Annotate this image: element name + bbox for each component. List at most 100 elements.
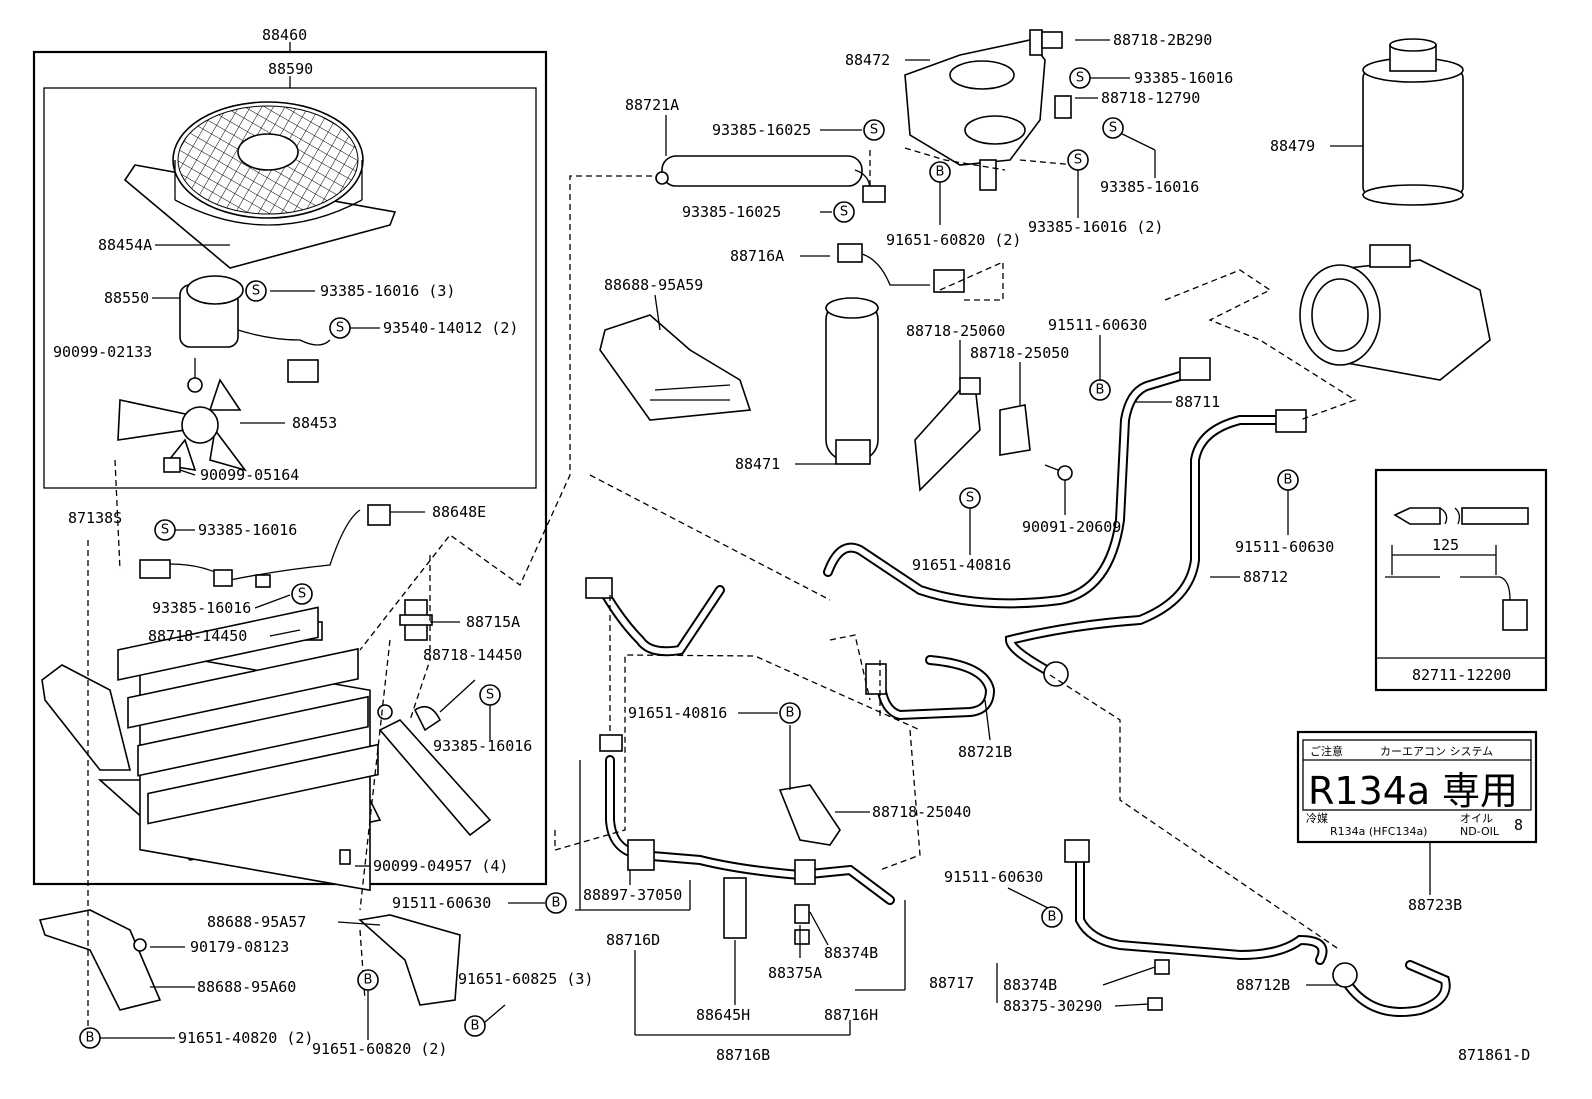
- s-symbol: S: [329, 317, 351, 339]
- part-label: 88471: [735, 455, 780, 473]
- sub-condenser: [41, 606, 492, 892]
- oil-can: [1362, 38, 1464, 206]
- svg-text:B: B: [1096, 383, 1105, 398]
- part-label: 88688-95A57: [207, 913, 306, 931]
- part-label: 88375-30290: [1003, 997, 1102, 1015]
- decal-exclusive: 専用: [1442, 769, 1518, 813]
- part-label: 91651-40816: [628, 704, 727, 722]
- part-label: 88645H: [696, 1006, 750, 1024]
- part-label: 88460: [262, 26, 307, 44]
- part-label: 87138S: [68, 509, 122, 527]
- part-label: 88721A: [625, 96, 679, 114]
- part-label: 88712B: [1236, 976, 1290, 994]
- receiver-group: [599, 29, 1491, 492]
- fan-blade: [117, 378, 248, 473]
- part-label: 88712: [1243, 568, 1288, 586]
- svg-text:B: B: [471, 1019, 480, 1034]
- part-label: 90099-04957 (4): [373, 857, 508, 875]
- tube-88721a: [661, 155, 863, 187]
- part-label: 91651-60820 (2): [886, 231, 1021, 249]
- b-symbol: B: [357, 969, 379, 991]
- part-label: 82711-12200: [1412, 666, 1511, 684]
- part-label: 88453: [292, 414, 337, 432]
- part-label: 88718-14450: [423, 646, 522, 664]
- part-label: 88375A: [768, 964, 822, 982]
- svg-text:B: B: [786, 706, 795, 721]
- part-label: 88590: [268, 60, 313, 78]
- s-symbol: S: [479, 684, 501, 706]
- part-label: 93385-16016: [198, 521, 297, 539]
- refrigerant-decal: [1296, 730, 1538, 844]
- part-label: 91651-40816: [912, 556, 1011, 574]
- leader-lines: [100, 39, 1431, 1040]
- part-label: 90099-05164: [200, 466, 299, 484]
- s-symbol: S: [1067, 149, 1089, 171]
- part-label: 88718-12790: [1101, 89, 1200, 107]
- part-label: 88716H: [824, 1006, 878, 1024]
- svg-text:S: S: [966, 491, 974, 506]
- part-label: 88717: [929, 974, 974, 992]
- compressor: [1299, 244, 1491, 381]
- s-symbol: S: [154, 519, 176, 541]
- bracket-95a59: [599, 314, 752, 421]
- decal-text: ご注意 カーエアコン システム R134a 専用 冷媒 R134a (HFC13…: [1306, 744, 1523, 838]
- part-label: 91651-60820 (2): [312, 1040, 447, 1058]
- b-symbol: B: [79, 1027, 101, 1049]
- b-symbol: B: [1089, 379, 1111, 401]
- part-label: 88472: [845, 51, 890, 69]
- decal-system: カーエアコン システム: [1380, 745, 1493, 758]
- svg-text:S: S: [870, 123, 878, 138]
- part-labels: 88460 88590 88454A 88550 93385-16016 (3)…: [53, 26, 1530, 1064]
- svg-text:B: B: [1284, 473, 1293, 488]
- svg-text:B: B: [86, 1031, 95, 1046]
- svg-text:S: S: [161, 523, 169, 538]
- part-label: 88550: [104, 289, 149, 307]
- part-label: 91511-60630: [1048, 316, 1147, 334]
- part-label: 88648E: [432, 503, 486, 521]
- svg-text:S: S: [840, 205, 848, 220]
- decal-oil-grade: 8: [1514, 816, 1523, 834]
- part-label: 90179-08123: [190, 938, 289, 956]
- s-symbol: S: [1102, 117, 1124, 139]
- b-symbol: B: [779, 702, 801, 724]
- svg-text:B: B: [364, 973, 373, 988]
- decal-caution: ご注意: [1310, 744, 1343, 758]
- svg-text:B: B: [1048, 910, 1057, 925]
- b-symbol: B: [929, 161, 951, 183]
- part-label: 88721B: [958, 743, 1012, 761]
- part-label: 90091-20609: [1022, 518, 1121, 536]
- s-symbol: S: [863, 119, 885, 141]
- symbols: S S S S S S S S S S S B B B B B B B B B: [79, 67, 1299, 1049]
- part-label: 90099-02133: [53, 343, 152, 361]
- part-label: 91651-40820 (2): [178, 1029, 313, 1047]
- part-label: 88374B: [1003, 976, 1057, 994]
- condenser-group: [32, 42, 548, 1011]
- s-symbol: S: [833, 201, 855, 223]
- svg-text:S: S: [252, 284, 260, 299]
- part-label: 93540-14012 (2): [383, 319, 518, 337]
- part-label: 93385-16016 (3): [320, 282, 455, 300]
- svg-text:S: S: [486, 688, 494, 703]
- decal-refrigerant: R134a: [1308, 769, 1430, 813]
- part-label: 88718-25050: [970, 344, 1069, 362]
- part-label: 88715A: [466, 613, 520, 631]
- decal-oil-type: ND-OIL: [1460, 825, 1500, 838]
- svg-text:S: S: [298, 587, 306, 602]
- pipes: [585, 357, 1451, 1017]
- s-symbol: S: [291, 583, 313, 605]
- part-label: 88897-37050: [583, 886, 682, 904]
- part-label: 88688-95A59: [604, 276, 703, 294]
- part-label: 93385-16025: [712, 121, 811, 139]
- decal-oil-label: オイル: [1460, 812, 1493, 825]
- decal-refrigerant-type: R134a (HFC134a): [1330, 825, 1427, 838]
- decal-refrigerant-small: 冷媒: [1306, 812, 1328, 825]
- svg-text:S: S: [1076, 71, 1084, 86]
- part-label: 93385-16016: [433, 737, 532, 755]
- lower-brackets: [38, 909, 461, 1011]
- b-symbol: B: [545, 892, 567, 914]
- s-symbol: S: [245, 280, 267, 302]
- part-label: 88718-25060: [906, 322, 1005, 340]
- fan-motor: [179, 275, 331, 393]
- part-label: 91511-60630: [944, 868, 1043, 886]
